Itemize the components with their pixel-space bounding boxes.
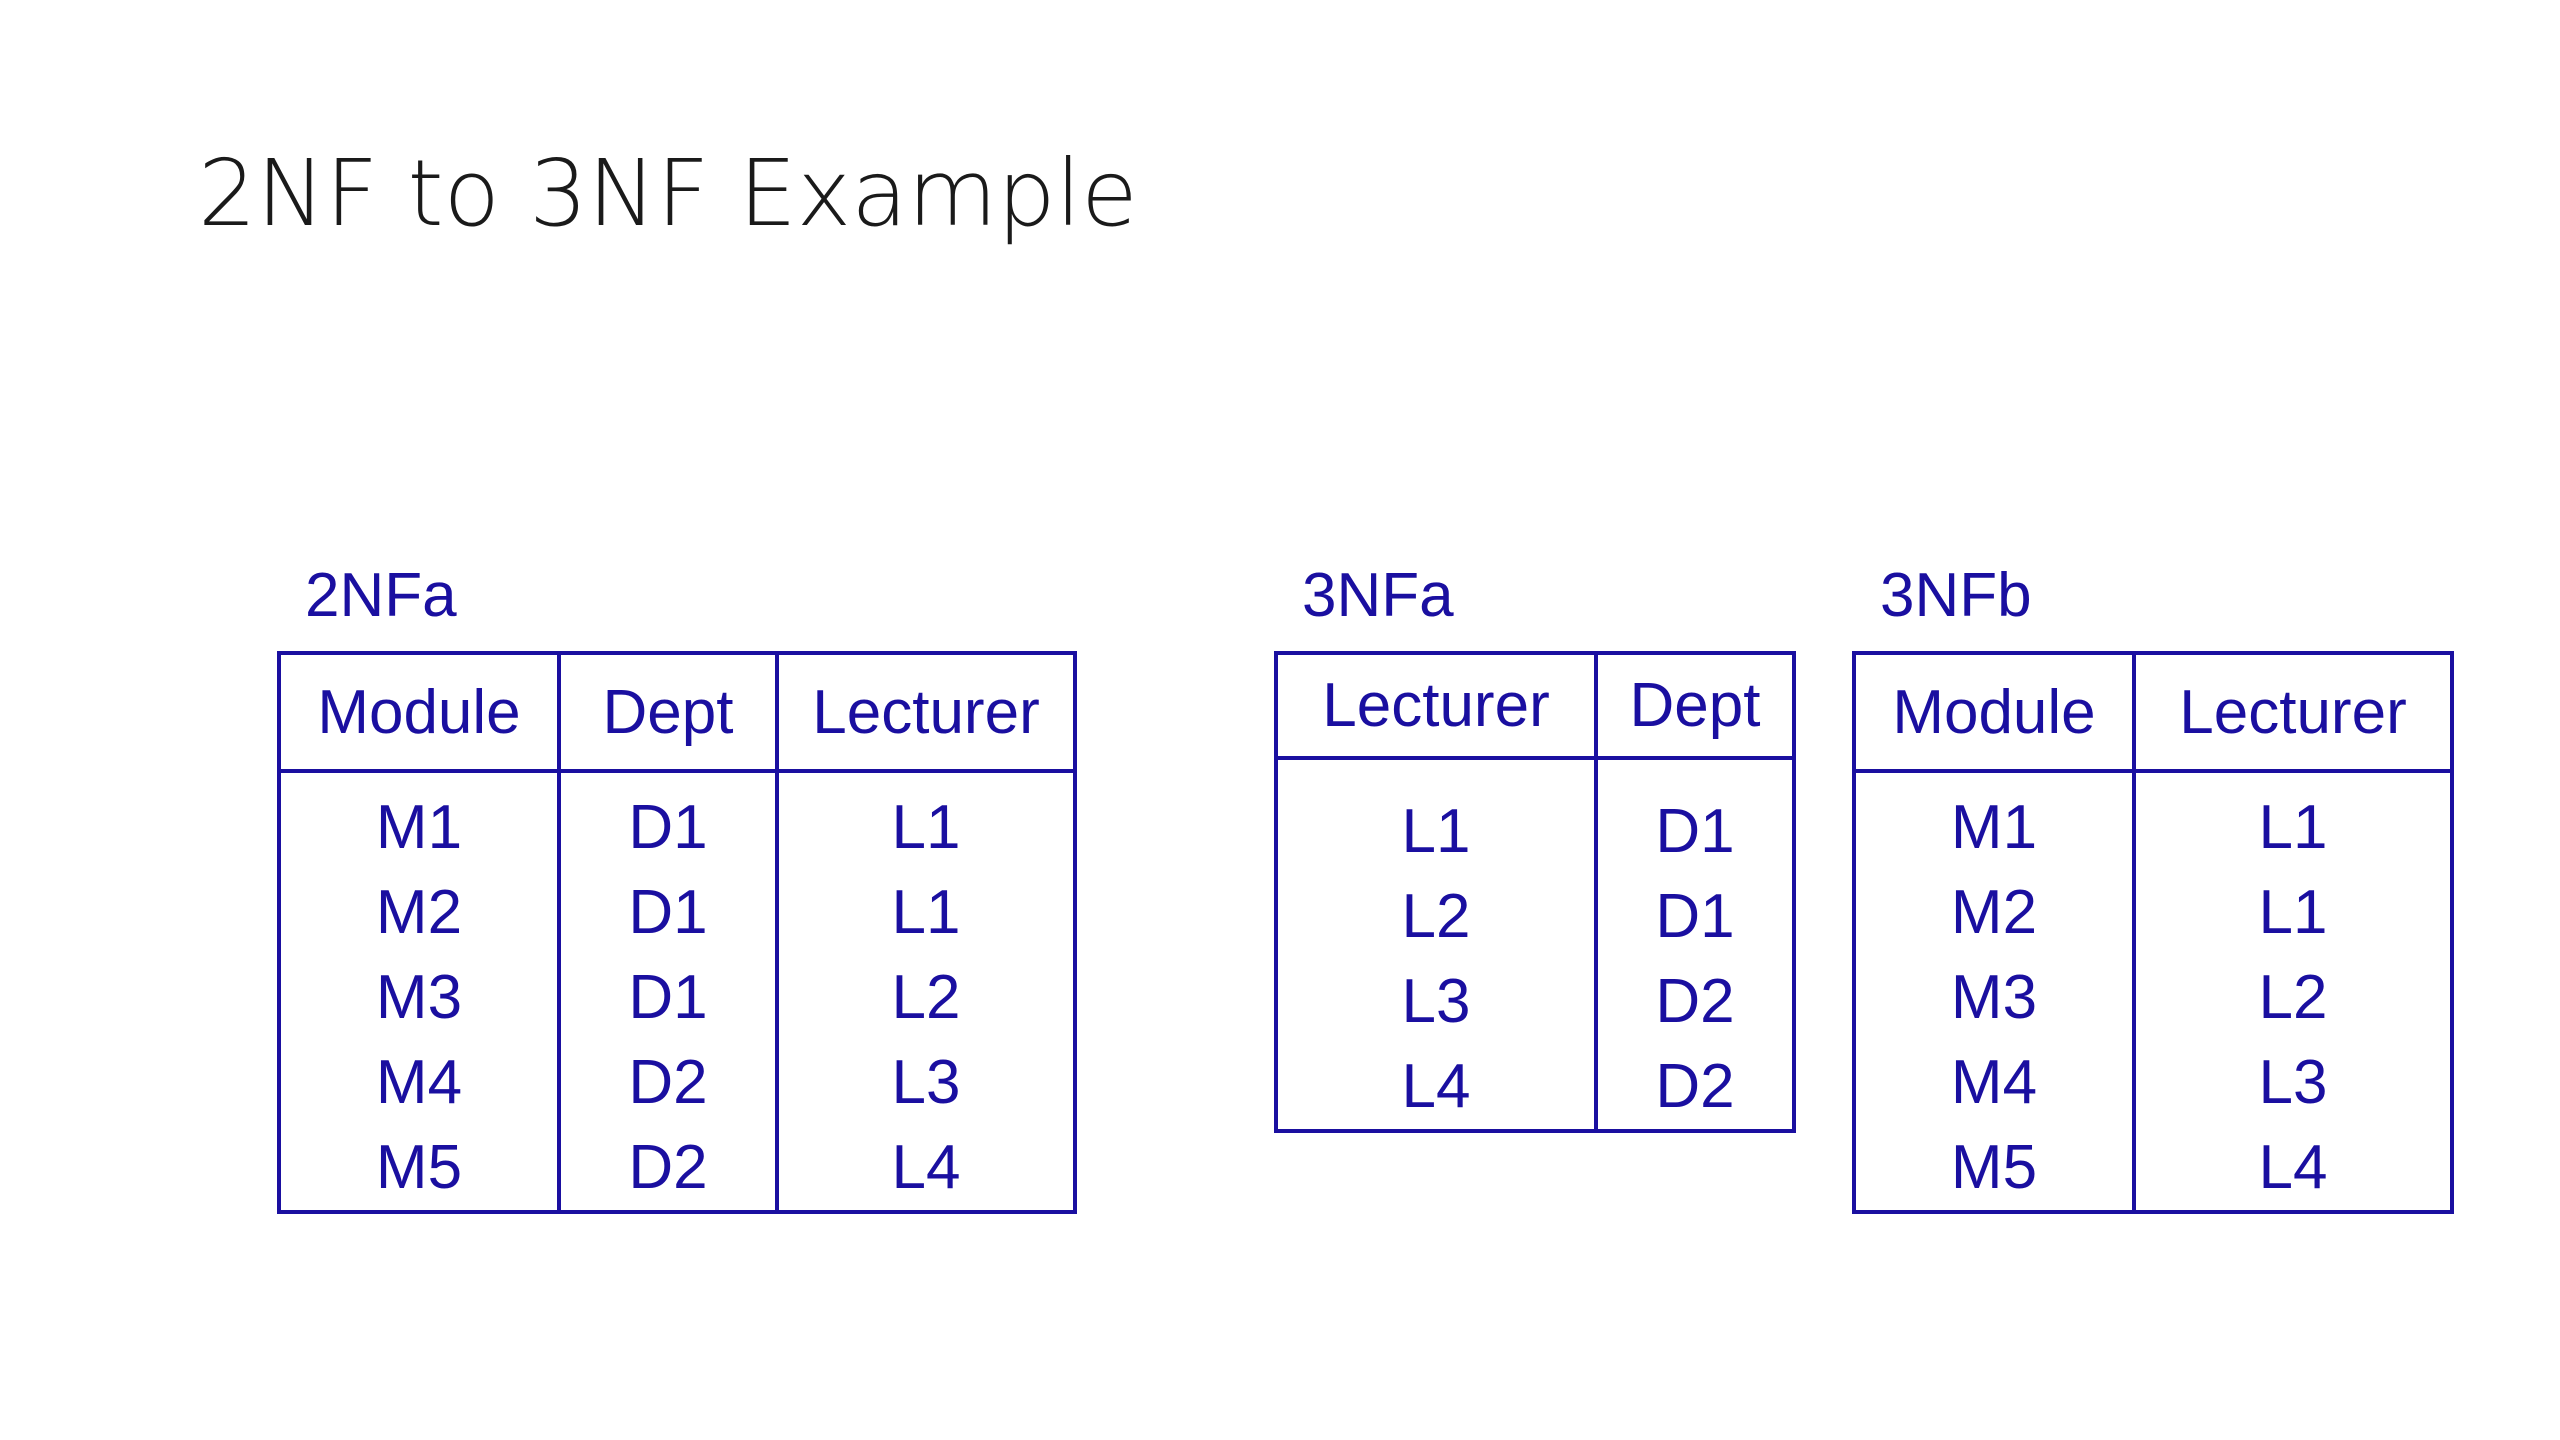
table-cell: L3 xyxy=(1401,967,1471,1036)
table-cell: M3 xyxy=(1950,963,2038,1032)
table-cell: D1 xyxy=(628,793,708,862)
table-cell: D1 xyxy=(628,878,708,947)
table-cell: L3 xyxy=(2258,1048,2328,1117)
table-cell: D2 xyxy=(1655,967,1735,1036)
column-header: Dept xyxy=(561,655,779,769)
table-cell: D1 xyxy=(1655,797,1735,866)
table-3nfa: Lecturer Dept L1 L2 L3 L4 D1 D1 D2 D2 xyxy=(1274,651,1796,1133)
table-column: L1 L1 L2 L3 L4 xyxy=(2136,773,2450,1210)
table-column: L1 L1 L2 L3 L4 xyxy=(779,773,1073,1210)
table-cell: M4 xyxy=(375,1048,463,1117)
table-cell: M4 xyxy=(1950,1048,2038,1117)
table-cell: M1 xyxy=(375,793,463,862)
table-cell: M1 xyxy=(1950,793,2038,862)
column-header: Lecturer xyxy=(812,677,1040,747)
table-cell: L2 xyxy=(1401,882,1471,951)
table-cell: D2 xyxy=(628,1048,708,1117)
table-header: Module Dept Lecturer xyxy=(281,655,1073,773)
column-header: Module xyxy=(1856,655,2136,769)
table-body: M1 M2 M3 M4 M5 D1 D1 D1 D2 D2 L1 L1 L2 L… xyxy=(281,773,1073,1210)
table-body: L1 L2 L3 L4 D1 D1 D2 D2 xyxy=(1278,760,1792,1129)
table-cell: L1 xyxy=(891,793,961,862)
table-header: Module Lecturer xyxy=(1856,655,2450,773)
column-header: Module xyxy=(281,655,561,769)
table-column: D1 D1 D2 D2 xyxy=(1598,760,1792,1129)
table-cell: L1 xyxy=(1401,797,1471,866)
table-header: Lecturer Dept xyxy=(1278,655,1792,760)
table-cell: L2 xyxy=(2258,963,2328,1032)
table-cell: D1 xyxy=(1655,882,1735,951)
table-cell: L4 xyxy=(891,1133,961,1202)
table-column: M1 M2 M3 M4 M5 xyxy=(1856,773,2136,1210)
table-cell: M3 xyxy=(375,963,463,1032)
table-cell: M5 xyxy=(375,1133,463,1202)
table-cell: L1 xyxy=(891,878,961,947)
slide-title: 2NF to 3NF Example xyxy=(198,140,1138,247)
table-3nfb: Module Lecturer M1 M2 M3 M4 M5 L1 L1 L2 … xyxy=(1852,651,2454,1214)
table-cell: L4 xyxy=(1401,1052,1471,1121)
table-cell: D1 xyxy=(628,963,708,1032)
column-header: Dept xyxy=(1629,671,1761,740)
table-column: D1 D1 D1 D2 D2 xyxy=(561,773,779,1210)
table-body: M1 M2 M3 M4 M5 L1 L1 L2 L3 L4 xyxy=(1856,773,2450,1210)
table-cell: D2 xyxy=(628,1133,708,1202)
table-label-3nfb: 3NFb xyxy=(1880,561,2032,630)
table-cell: L2 xyxy=(891,963,961,1032)
table-cell: L3 xyxy=(891,1048,961,1117)
table-label-3nfa: 3NFa xyxy=(1302,561,1454,630)
table-cell: M2 xyxy=(375,878,463,947)
column-header: Lecturer xyxy=(1278,655,1598,756)
table-cell: M5 xyxy=(1950,1133,2038,1202)
table-cell: L1 xyxy=(2258,878,2328,947)
table-2nfa: Module Dept Lecturer M1 M2 M3 M4 M5 D1 D… xyxy=(277,651,1077,1214)
table-column: L1 L2 L3 L4 xyxy=(1278,760,1598,1129)
table-column: M1 M2 M3 M4 M5 xyxy=(281,773,561,1210)
table-cell: L1 xyxy=(2258,793,2328,862)
table-label-2nfa: 2NFa xyxy=(305,561,457,630)
table-cell: M2 xyxy=(1950,878,2038,947)
column-header: Lecturer xyxy=(2179,677,2407,747)
table-cell: D2 xyxy=(1655,1052,1735,1121)
table-cell: L4 xyxy=(2258,1133,2328,1202)
